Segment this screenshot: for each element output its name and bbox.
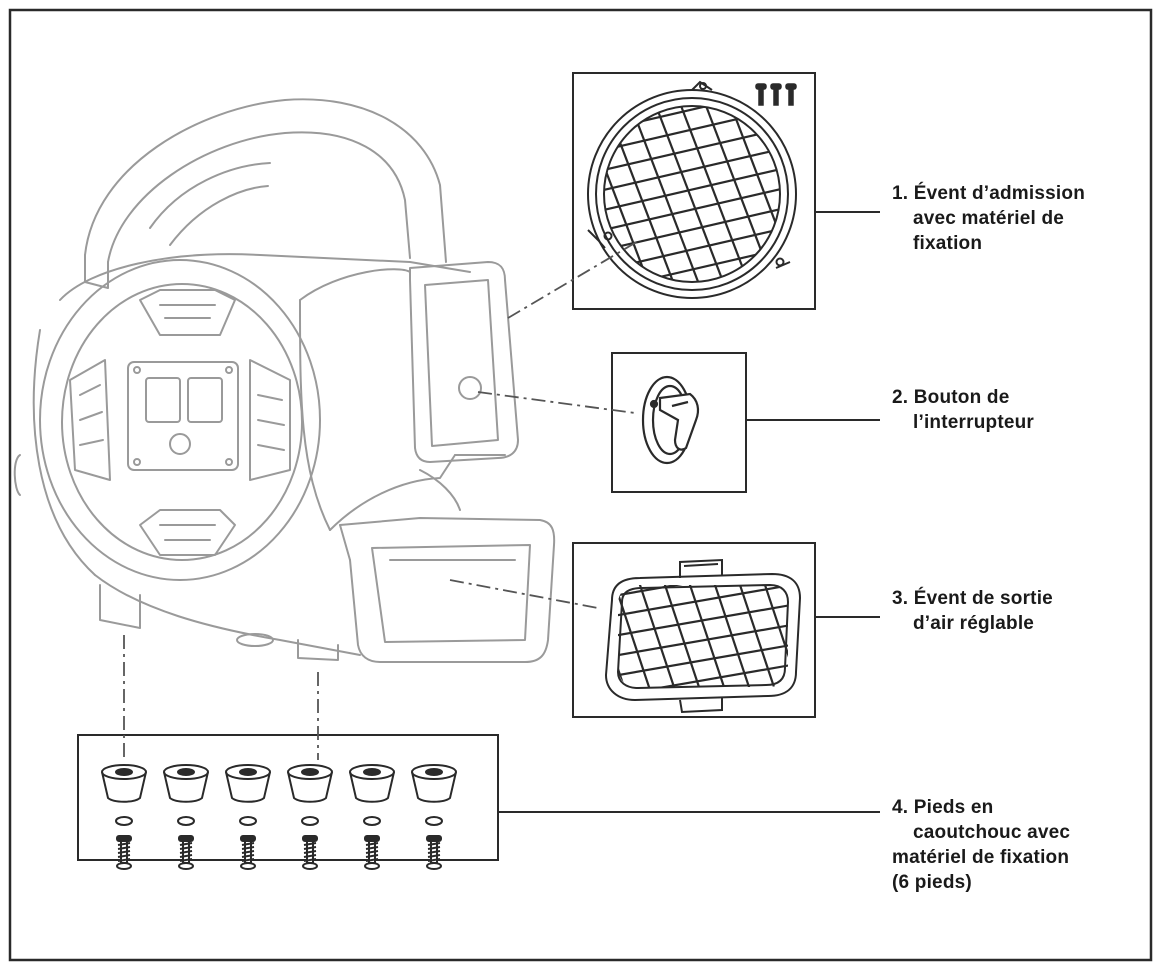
leader-lines	[498, 211, 880, 813]
rubber-foot-icon	[225, 764, 271, 870]
callout-text-line: (6 pieds)	[892, 872, 972, 893]
switch-knob-icon	[641, 375, 700, 465]
screw-icon	[755, 83, 797, 106]
air-mover-illustration	[13, 98, 556, 663]
callout-text-line: l’interrupteur	[913, 412, 1035, 433]
callout-label-switch-button: 2. Bouton de l’interrupteur	[892, 385, 1034, 435]
rubber-foot-icon	[287, 764, 333, 870]
callout-text-line: fixation	[913, 233, 983, 254]
rubber-foot-icon	[163, 764, 209, 870]
callout-text-line: matériel de fixation	[892, 847, 1070, 868]
rubber-feet-group	[101, 764, 457, 870]
callout-text-line: Pieds en	[913, 797, 994, 818]
callout-label-outlet-vent: 3. Évent de sortie d’air réglable	[892, 586, 1053, 636]
rubber-foot-icon	[101, 764, 147, 870]
rubber-foot-icon	[411, 764, 457, 870]
callout-number: 4.	[892, 797, 909, 818]
rubber-foot-icon	[349, 764, 395, 870]
callout-label-intake-vent: 1. Évent d’admission avec matériel de fi…	[892, 181, 1085, 256]
callout-text-line: caoutchouc avec	[913, 822, 1071, 843]
callout-text-line: avec matériel de	[913, 208, 1065, 229]
callout-label-rubber-feet: 4. Pieds en caoutchouc avec matériel de …	[892, 795, 1070, 895]
callout-text-line: Évent de sortie	[913, 588, 1053, 609]
callout-number: 1.	[892, 183, 909, 204]
callout-text-line: Bouton de	[913, 387, 1010, 408]
callout-box-outlet-vent	[572, 542, 816, 718]
dashed-pointer-lines	[123, 239, 641, 760]
callout-text-line: d’air réglable	[913, 613, 1035, 634]
callout-number: 3.	[892, 588, 909, 609]
callout-text-line: Évent d’admission	[913, 183, 1086, 204]
callout-number: 2.	[892, 387, 909, 408]
outer-frame	[8, 8, 1153, 962]
